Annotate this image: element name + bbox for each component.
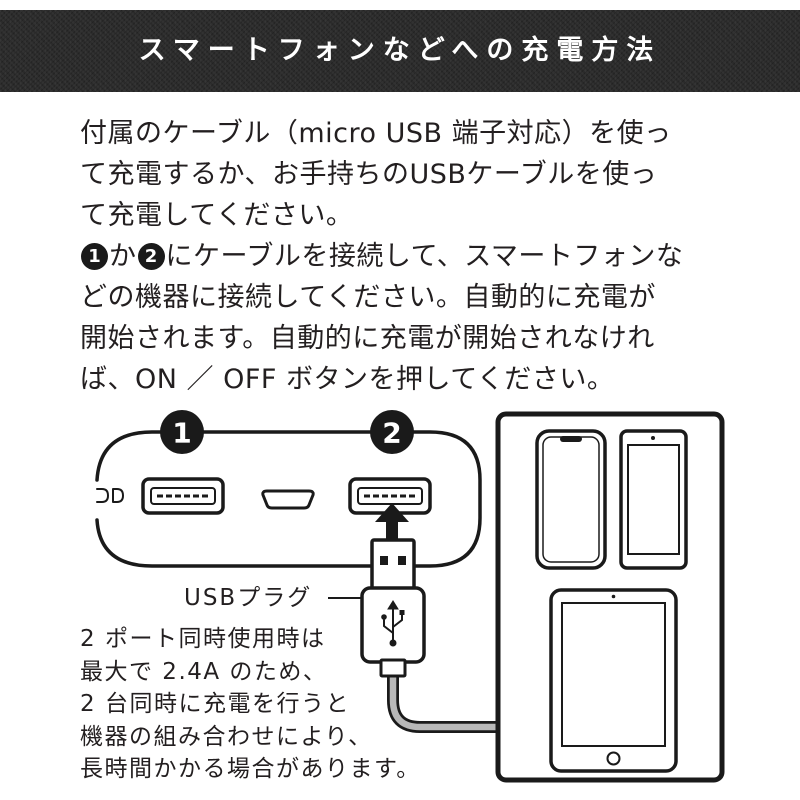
- devices-frame: [495, 411, 725, 783]
- note-line: 長時間かかる場合があります。: [80, 756, 421, 782]
- instruction-line: て充電してください。: [80, 200, 354, 231]
- instruction-line: どの機器に接続してください。自動的に充電が: [80, 282, 656, 313]
- indicator-light-icon: [96, 488, 109, 503]
- indicator-light-icon: [112, 488, 124, 503]
- instruction-fragment: か: [109, 241, 137, 272]
- page-title: スマートフォンなどへの充電方法: [138, 35, 662, 66]
- plug-connector: [370, 538, 416, 592]
- smartphone-icon: [619, 429, 688, 570]
- port-2-marker: 2: [370, 410, 414, 454]
- plug-strain-relief: [379, 658, 407, 678]
- note-line: 2 ポート同時使用時は: [80, 626, 326, 652]
- arrow-up-icon: [375, 503, 409, 539]
- usb-port-2: [348, 477, 432, 515]
- port-1-badge: 1: [81, 243, 108, 270]
- usage-note: 2 ポート同時使用時は 最大で 2.4A のため、 2 台同時に充電を行うと 機…: [80, 623, 500, 786]
- usb-port-1: [141, 477, 225, 515]
- port-1-number: 1: [172, 417, 191, 450]
- instruction-line: ば、ON ／ OFF ボタンを押してください。: [80, 364, 615, 395]
- port-2-circle: [370, 410, 414, 454]
- usb-plug-label: USBプラグ: [184, 585, 313, 611]
- port-2-number: 2: [382, 417, 401, 450]
- port-1-circle: [160, 410, 204, 454]
- instruction-line: て充電するか、お手持ちのUSBケーブルを使っ: [80, 159, 658, 190]
- instruction-fragment: にケーブルを接続して、スマートフォンな: [165, 241, 684, 272]
- header-bar: スマートフォンなどへの充電方法: [0, 10, 800, 92]
- port-2-badge: 2: [137, 243, 165, 270]
- micro-usb-port: [261, 489, 315, 510]
- note-line: 2 台同時に充電を行うと: [80, 691, 350, 717]
- note-line: 機器の組み合わせにより、: [80, 723, 373, 750]
- note-line: 最大で 2.4A のため、: [80, 658, 328, 685]
- port-1-marker: 1: [160, 410, 204, 454]
- instruction-text: 付属のケーブル（micro USB 端子対応）を使っ て充電するか、お手持ちのU…: [80, 113, 740, 400]
- instruction-line: 開始されます。自動的に充電が開始されなけれ: [80, 323, 655, 354]
- smartphone-icon: [535, 429, 607, 570]
- instruction-line: 付属のケーブル（micro USB 端子対応）を使っ: [80, 118, 672, 149]
- power-bank-outline: [95, 430, 482, 568]
- usb-cable: [387, 674, 500, 733]
- usb-icon: [381, 600, 405, 647]
- tablet-icon: [549, 588, 678, 773]
